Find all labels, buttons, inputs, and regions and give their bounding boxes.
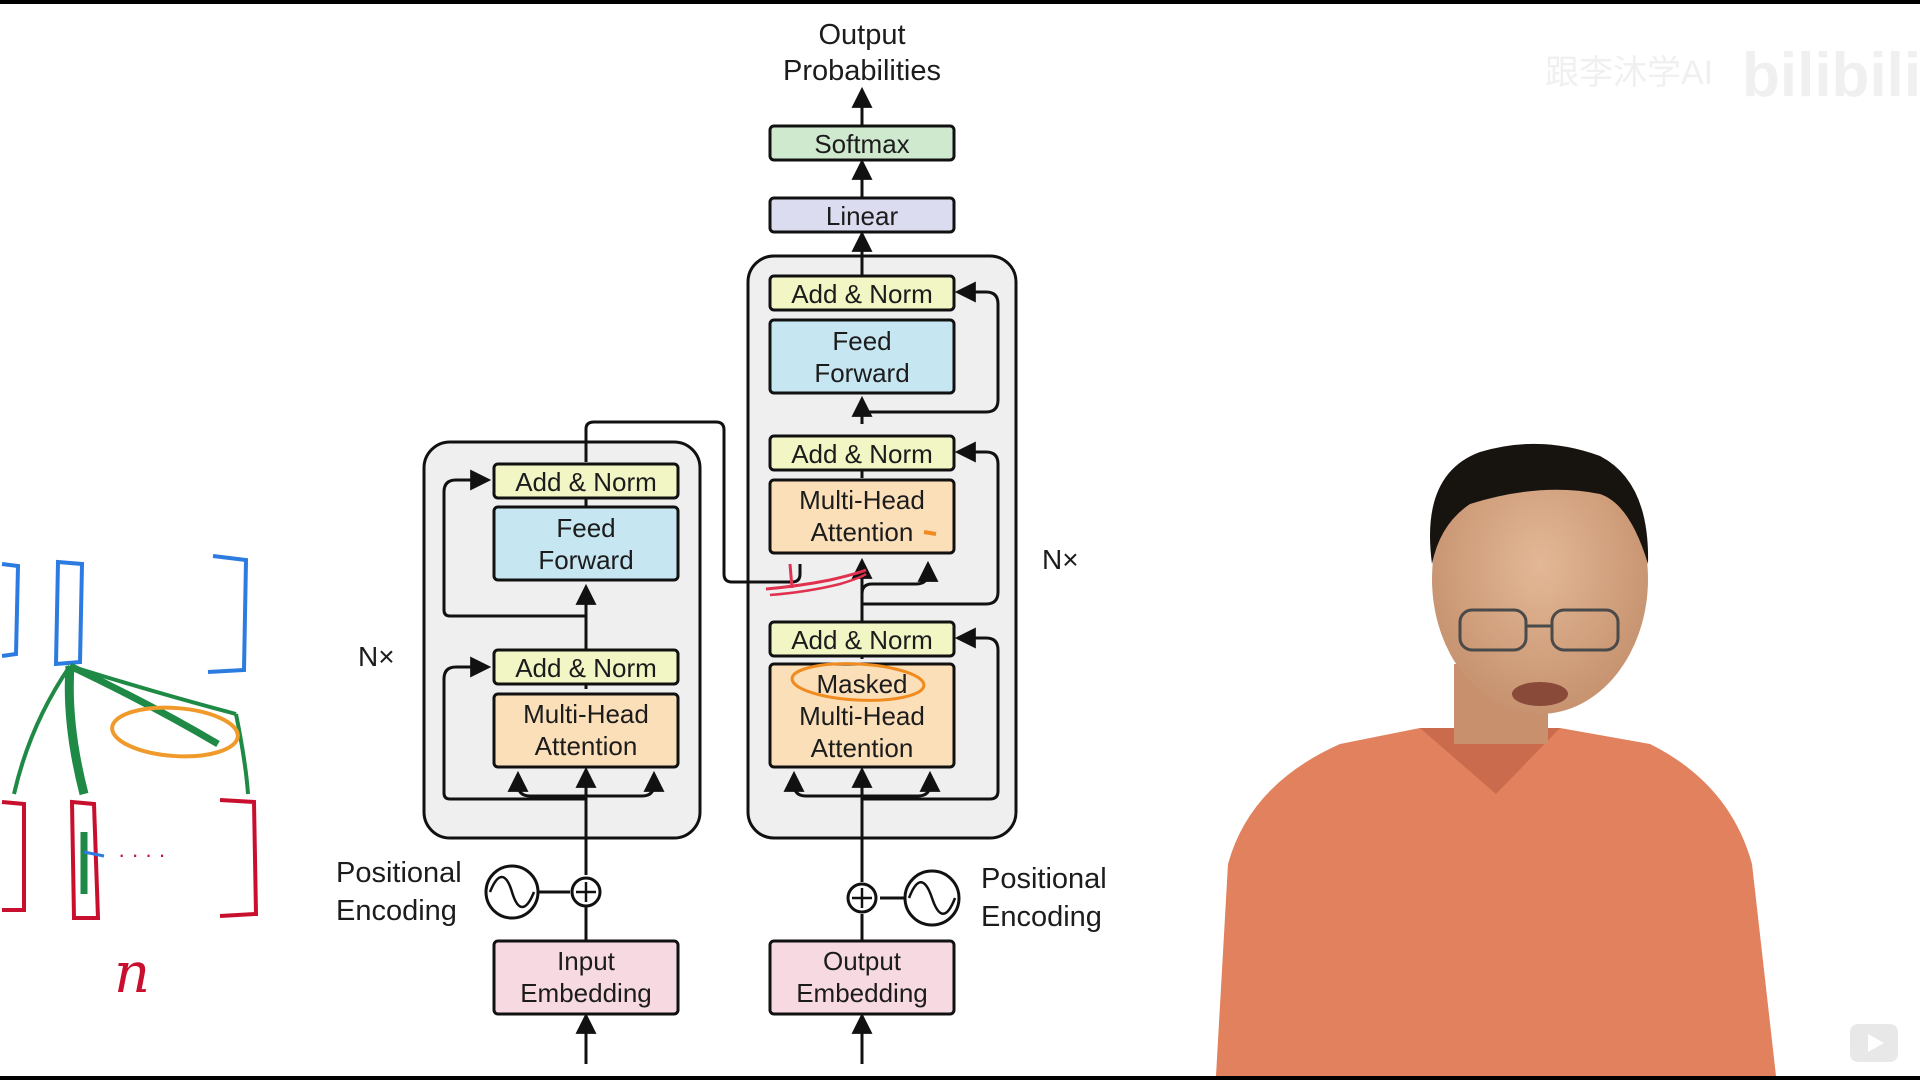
encoder-attention-label-1: Multi-Head — [523, 699, 649, 729]
masked-attention-label-1: Masked — [816, 669, 907, 699]
input-embedding-label-2: Embedding — [520, 978, 652, 1008]
decoder-cross-attention-label-1: Multi-Head — [799, 485, 925, 515]
decoder-cross-attention — [768, 478, 956, 555]
watermark: 跟李沐学AI bilibili — [1545, 41, 1920, 110]
output-embedding-label-2: Embedding — [796, 978, 928, 1008]
transformer-diagram: 跟李沐学AI bilibili · · · · n — [1, 19, 1920, 1076]
encoder-attention-label-2: Attention — [535, 731, 638, 761]
red-bracket-2 — [69, 799, 101, 920]
presenter-glasses-left — [1458, 608, 1528, 652]
encoder-block — [422, 440, 702, 840]
encoder-positional-label-1: Positional — [336, 857, 462, 889]
masked-attention-label-3: Attention — [811, 733, 914, 763]
presenter-glasses-right — [1550, 608, 1620, 652]
encoder-add-norm-top — [492, 462, 680, 500]
output-probabilities-label: Output — [818, 19, 905, 51]
decoder-components: Add & Norm Feed Forward Add & Norm Multi… — [768, 274, 1107, 1016]
blue-bracket-1 — [1, 562, 21, 658]
presenter-shirt — [1216, 728, 1776, 1076]
blue-bracket-2 — [53, 559, 85, 667]
softmax-box — [768, 124, 956, 162]
presenter-video — [1216, 443, 1776, 1076]
linear-box — [768, 196, 956, 234]
decoder-add-norm-middle-label: Add & Norm — [791, 439, 933, 469]
encoder-multi-head-attention — [492, 692, 680, 769]
decoder-feed-forward-label-2: Forward — [814, 358, 909, 388]
handwritten-n: n — [114, 941, 150, 1006]
encoder-add-norm-top-label: Add & Norm — [515, 467, 657, 497]
decoder-repeat-label: N× — [1042, 544, 1079, 575]
player-badge-icon — [1850, 1024, 1898, 1062]
decoder-add-norm-top-label: Add & Norm — [791, 279, 933, 309]
input-embedding-box — [492, 939, 680, 1016]
encoder-feed-forward-label-2: Forward — [538, 545, 633, 575]
masked-attention-label-2: Multi-Head — [799, 701, 925, 731]
encoder-feed-forward — [492, 505, 680, 582]
decoder-positional-label-1: Positional — [981, 863, 1107, 895]
channel-watermark: 跟李沐学AI — [1545, 54, 1713, 92]
output-probabilities-label-line2: Probabilities — [783, 55, 941, 87]
decoder-positional-label-2: Encoding — [981, 901, 1102, 933]
decoder-add-norm-bottom — [768, 620, 956, 658]
encoder-components: Add & Norm Feed Forward Add & Norm Multi… — [336, 462, 680, 1016]
blue-bracket-3 — [207, 554, 249, 674]
pen-annotations — [765, 530, 937, 702]
decoder-feed-forward — [768, 318, 956, 395]
encoder-add-norm-bottom — [492, 648, 680, 686]
decoder-add-norm-middle — [768, 434, 956, 472]
encoder-repeat-label: N× — [358, 641, 395, 672]
decoder-feed-forward-label-1: Feed — [832, 326, 891, 356]
decoder-cross-attention-label-2: Attention — [811, 517, 914, 547]
dots-annotation: · · · · — [118, 842, 166, 867]
decoder-add-norm-bottom-label: Add & Norm — [791, 625, 933, 655]
whiteboard: 跟李沐学AI bilibili · · · · n — [0, 4, 1920, 1076]
decoder-add-norm-top — [768, 274, 956, 312]
softmax-label: Softmax — [814, 129, 909, 159]
encoder-positional-label-2: Encoding — [336, 895, 457, 927]
linear-label: Linear — [826, 201, 899, 231]
output-embedding-box — [768, 939, 956, 1016]
input-embedding-label-1: Input — [557, 946, 616, 976]
red-bracket-1 — [1, 800, 26, 912]
output-embedding-label-1: Output — [823, 946, 902, 976]
presenter-face — [1432, 444, 1648, 714]
bilibili-logo: bilibili — [1742, 41, 1920, 110]
encoder-add-norm-bottom-label: Add & Norm — [515, 653, 657, 683]
handwritten-sketch: · · · · n — [1, 554, 259, 1006]
encoder-feed-forward-label-1: Feed — [556, 513, 615, 543]
presenter-hair — [1430, 443, 1649, 564]
red-bracket-3 — [219, 798, 259, 918]
orange-circle-annotation — [110, 705, 240, 759]
